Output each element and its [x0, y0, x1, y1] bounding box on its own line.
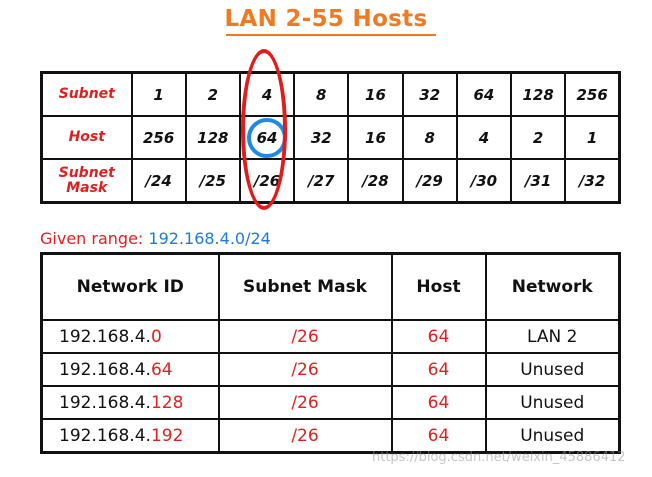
host-row: Host 256 128 64 32 16 8 4 2 1: [40, 115, 621, 160]
mask-row: Subnet Mask /24 /25 /26 /27 /28 /29 /30 …: [40, 158, 621, 204]
table-header-row: Network ID Subnet Mask Host Network: [40, 252, 621, 321]
subnet-mask-cell: /26: [217, 418, 393, 454]
subnet-cell: 2: [184, 71, 241, 117]
table-row: 192.168.4.64 /26 64 Unused: [40, 352, 621, 387]
network-id-suffix: 0: [150, 326, 162, 347]
header-network-id: Network ID: [40, 252, 220, 321]
row-label-mask-line2: Mask: [66, 179, 108, 196]
host-cell: 8: [401, 115, 458, 160]
network-id-cell: 192.168.4.64: [40, 352, 220, 387]
network-id-cell: 192.168.4.0: [40, 319, 220, 354]
mask-cell: /24: [130, 158, 187, 204]
subnet-mask-cell: /26: [217, 385, 393, 420]
mask-cell: /27: [293, 158, 350, 204]
subnet-cell: 32: [401, 71, 458, 117]
host-cell: 256: [130, 115, 187, 160]
title-underline: [226, 34, 436, 36]
host-count-cell: 64: [390, 352, 487, 387]
network-id-suffix: 192: [150, 425, 184, 446]
network-allocation-table: Network ID Subnet Mask Host Network 192.…: [40, 252, 621, 454]
host-cell: 1: [564, 115, 621, 160]
host-cell: 128: [184, 115, 241, 160]
network-id-cell: 192.168.4.192: [40, 418, 220, 454]
host-cell: 2: [510, 115, 567, 160]
mask-cell: /29: [401, 158, 458, 204]
host-cell: 32: [293, 115, 350, 160]
given-range: Given range: 192.168.4.0/24: [40, 229, 271, 248]
row-label-mask-line1: Subnet: [58, 164, 115, 181]
subnet-mask-cell: /26: [217, 352, 393, 387]
subnet-row: Subnet 1 2 4 8 16 32 64 128 256: [40, 71, 621, 117]
host-cell-highlighted: 64: [238, 115, 296, 160]
network-id-prefix: 192.168.4.: [59, 392, 151, 413]
blue-circle-highlight: 64: [247, 117, 288, 158]
watermark: https://blog.csdn.net/weixin_45886412: [372, 450, 626, 465]
network-id-prefix: 192.168.4.: [59, 326, 151, 347]
network-id-suffix: 64: [150, 359, 173, 380]
network-name-cell: Unused: [484, 418, 621, 454]
row-label-host: Host: [40, 115, 133, 160]
host-cell: 16: [347, 115, 404, 160]
host-count-cell: 64: [390, 319, 487, 354]
table-row: 192.168.4.192 /26 64 Unused: [40, 418, 621, 454]
header-host: Host: [390, 252, 487, 321]
page-title: LAN 2-55 Hosts: [224, 6, 428, 32]
subnet-cell: 256: [564, 71, 621, 117]
network-id-prefix: 192.168.4.: [59, 359, 151, 380]
mask-cell: /28: [347, 158, 404, 204]
host-cell: 4: [455, 115, 513, 160]
network-id-prefix: 192.168.4.: [59, 425, 151, 446]
network-name-cell: Unused: [484, 385, 621, 420]
mask-cell: /30: [455, 158, 513, 204]
subnet-cell: 16: [347, 71, 404, 117]
header-network: Network: [484, 252, 621, 321]
row-label-subnet: Subnet: [40, 71, 133, 117]
mask-cell-highlighted: /26: [238, 158, 296, 204]
header-subnet-mask: Subnet Mask: [217, 252, 393, 321]
subnet-reference-table: Subnet 1 2 4 8 16 32 64 128 256 Host 256…: [40, 71, 621, 204]
given-range-value: 192.168.4.0/24: [148, 229, 271, 248]
subnet-cell: 64: [455, 71, 513, 117]
subnet-cell: 8: [293, 71, 350, 117]
row-label-subnet-mask: Subnet Mask: [40, 158, 133, 204]
subnet-cell-highlighted: 4: [238, 71, 296, 117]
table-row: 192.168.4.0 /26 64 LAN 2: [40, 319, 621, 354]
subnet-cell: 128: [510, 71, 567, 117]
network-name-cell: LAN 2: [484, 319, 621, 354]
mask-cell: /25: [184, 158, 241, 204]
mask-cell: /31: [510, 158, 567, 204]
given-range-label: Given range:: [40, 229, 144, 248]
host-count-cell: 64: [390, 385, 487, 420]
network-id-cell: 192.168.4.128: [40, 385, 220, 420]
mask-cell: /32: [564, 158, 621, 204]
subnet-mask-cell: /26: [217, 319, 393, 354]
network-name-cell: Unused: [484, 352, 621, 387]
subnet-cell: 1: [130, 71, 187, 117]
host-count-cell: 64: [390, 418, 487, 454]
table-row: 192.168.4.128 /26 64 Unused: [40, 385, 621, 420]
network-id-suffix: 128: [150, 392, 184, 413]
